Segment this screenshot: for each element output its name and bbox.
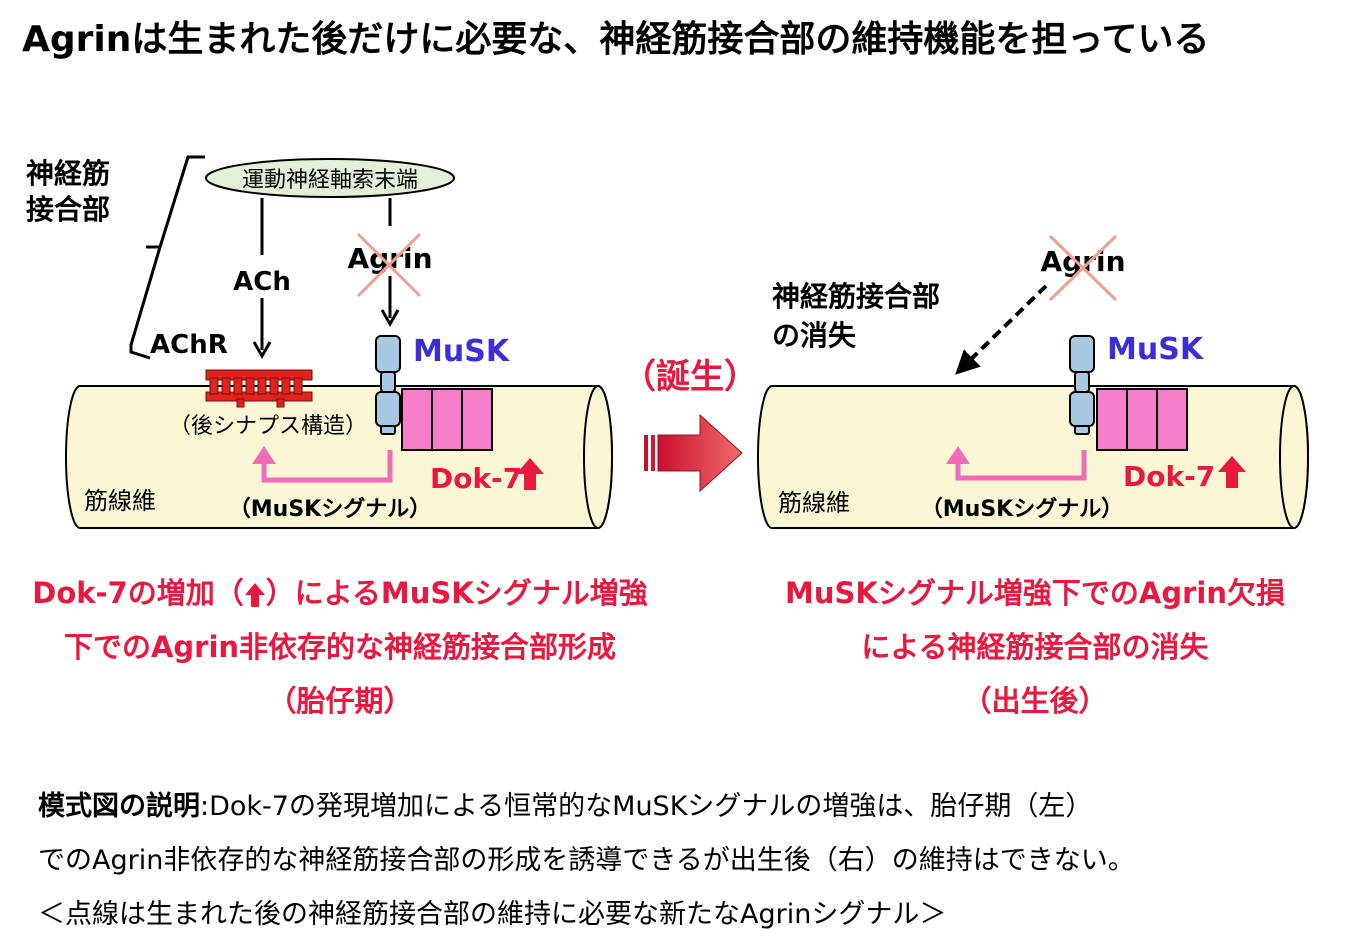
agrin-dashed-arrow	[955, 284, 1048, 375]
musk-signal-label-left: （MuSKシグナル）	[229, 496, 431, 522]
musk-signal-label-right: （MuSKシグナル）	[921, 496, 1123, 522]
axon-terminal	[205, 158, 455, 198]
muscle-fiber-label-right: 筋線維	[778, 489, 850, 517]
dok7-up-arrow-left	[516, 458, 544, 490]
dok7-up-arrow-right	[1218, 456, 1246, 488]
left-caption-line2: 下でのAgrin非依存的な神経筋接合部形成	[63, 630, 617, 664]
dok7-label-left: Dok-7	[430, 462, 522, 495]
birth-label: （誕生）	[622, 357, 758, 397]
nmj-label-line1: 神経筋	[26, 157, 110, 190]
cross-mark-right	[1048, 234, 1118, 302]
muscle-fiber-label-left: 筋線維	[84, 487, 156, 515]
up-arrow-icon	[244, 583, 265, 607]
agrin-label-right: Agrin	[1040, 245, 1125, 278]
dok7-blocks-right	[1096, 388, 1188, 451]
left-caption-line3: （胎仔期）	[267, 684, 413, 718]
musk-signal-arrow-left	[261, 450, 393, 483]
dok7-blocks-left	[401, 388, 493, 451]
explanation: 模式図の説明:Dok-7の発現増加による恒常的なMuSKシグナルの増強は、胎仔期…	[38, 780, 1135, 942]
axon-terminal-label: 運動神経軸索末端	[242, 168, 418, 193]
birth-transition: （誕生）	[622, 357, 758, 493]
dok7-label-right: Dok-7	[1123, 460, 1215, 493]
explanation-line1: 模式図の説明:Dok-7の発現増加による恒常的なMuSKシグナルの増強は、胎仔期…	[38, 791, 1093, 822]
explanation-line3: ＜点線は生まれた後の神経筋接合部の維持に必要な新たなAgrinシグナル＞	[38, 899, 947, 930]
cross-mark-left	[356, 232, 422, 298]
right-panel: 神経筋接合部 の消失 Agrin MuSK Dok-7 （MuSKシ	[757, 234, 1309, 529]
explanation-line2: でのAgrin非依存的な神経筋接合部の形成を誘導できるが出生後（右）の維持はでき…	[38, 845, 1135, 876]
postsynaptic-label: （後シナプス構造）	[169, 414, 367, 439]
nmj-loss-label-line1: 神経筋接合部	[772, 280, 940, 313]
page-title: Agrinは生まれた後だけに必要な、神経筋接合部の維持機能を担っている	[22, 19, 1210, 60]
explanation-heading: 模式図の説明	[38, 791, 200, 822]
musk-receptor-left	[375, 335, 401, 435]
nmj-bracket	[129, 155, 205, 360]
right-caption-line1: MuSKシグナル増強下でのAgrin欠損	[785, 576, 1285, 610]
achr-cluster	[205, 369, 313, 408]
left-panel: 神経筋 接合部 運動神経軸索末端 ACh Agrin AChR	[26, 155, 613, 529]
nmj-loss-label-line2: の消失	[772, 319, 857, 352]
nmj-label-line2: 接合部	[26, 193, 110, 226]
left-caption-line1: Dok-7の増加（）によるMuSKシグナル増強	[32, 576, 648, 610]
agrin-label-left: Agrin	[347, 242, 432, 275]
musk-label-left: MuSK	[413, 334, 511, 369]
ach-label: ACh	[233, 267, 291, 297]
right-caption-line3: （出生後）	[962, 684, 1108, 718]
achr-label: AChR	[150, 330, 228, 360]
left-caption: Dok-7の増加（）によるMuSKシグナル増強 下でのAgrin非依存的な神経筋…	[0, 566, 680, 728]
birth-arrow	[644, 413, 743, 493]
right-caption: MuSKシグナル増強下でのAgrin欠損 による神経筋接合部の消失 （出生後）	[690, 566, 1366, 728]
musk-signal-arrow-right	[955, 450, 1087, 481]
right-caption-line2: による神経筋接合部の消失	[861, 630, 1209, 664]
musk-label-right: MuSK	[1107, 332, 1205, 367]
musk-receptor-right	[1069, 335, 1095, 435]
